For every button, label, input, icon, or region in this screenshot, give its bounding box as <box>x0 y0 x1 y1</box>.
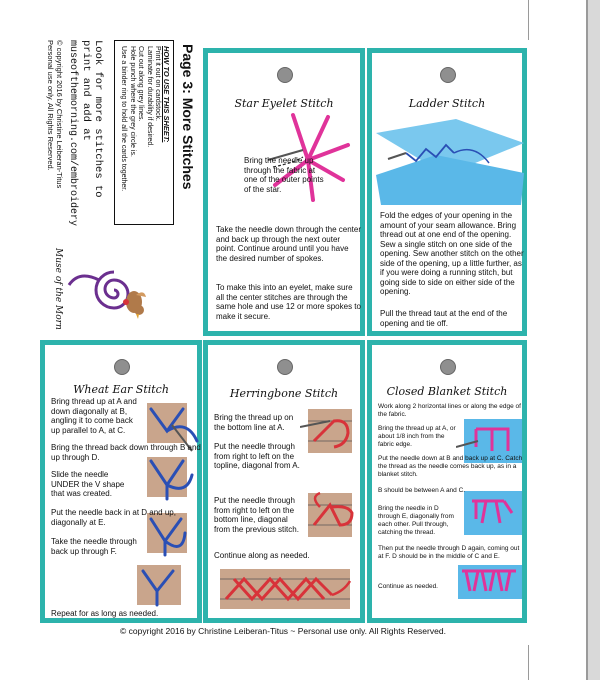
step-text: Bring the needle up through the fabric a… <box>244 156 324 194</box>
how-to-box: HOW TO USE THIS SHEET: Print it out on c… <box>114 40 174 225</box>
card-title: Wheat Ear Stitch <box>73 383 169 396</box>
step-text: Bring thread up at A and down diagonally… <box>51 397 137 435</box>
herringbone-step2-icon <box>308 491 354 537</box>
step-text: Bring the needle in D through E, diagona… <box>378 505 454 536</box>
blanket-step2-icon <box>464 491 522 535</box>
punch-hole-icon <box>440 359 456 375</box>
step-text: Continue along as needed. <box>214 551 310 560</box>
punch-hole-icon <box>277 359 293 375</box>
cut-line <box>528 0 529 40</box>
sheet-shadow <box>588 0 600 680</box>
card-title: Herringbone Stitch <box>229 387 339 400</box>
step-text: Then put the needle through D again, com… <box>378 545 520 560</box>
herringbone-step3-icon <box>220 569 352 609</box>
card-ladder: Ladder Stitch Fold the edges of your ope… <box>367 48 527 336</box>
herringbone-step1-icon <box>300 409 352 453</box>
step-text: Bring the thread back down through B and… <box>51 443 201 462</box>
card-title: Ladder Stitch <box>408 97 486 110</box>
step-text: Fold the edges of your opening in the am… <box>380 211 524 296</box>
step-text: Continue as needed. <box>378 583 438 590</box>
card-closed-blanket: Closed Blanket Stitch Work along 2 horiz… <box>367 340 527 623</box>
card-herringbone: Herringbone Stitch Bring the thread up o… <box>203 340 365 623</box>
logo-text: Muse of the Morning <box>54 247 63 330</box>
step-text: Repeat for as long as needed. <box>51 609 159 618</box>
step-text: To make this into an eyelet, make sure a… <box>216 283 361 321</box>
punch-hole-icon <box>114 359 130 375</box>
page-title: Page 3: More Stitches <box>180 44 196 190</box>
step-text: Work along 2 horizontal lines or along t… <box>378 403 521 418</box>
how-to-line: Hole punch where the grey circle is. <box>129 46 136 157</box>
step-text: Take the needle through back up through … <box>51 537 137 556</box>
card-star-eyelet: Star Eyelet Stitch Bring the needle up t… <box>203 48 365 336</box>
sheet-edge <box>586 0 588 680</box>
card-title: Star Eyelet Stitch <box>234 97 334 110</box>
step-text: Put the needle through from right to lef… <box>214 442 300 470</box>
star-eyelet-illustration-icon <box>267 113 350 202</box>
how-to-line: Use a binder ring to hold all the cards … <box>120 46 128 192</box>
punch-hole-icon <box>440 67 456 83</box>
step-text: Put the needle down at B and back up at … <box>378 455 523 478</box>
blanket-step3-icon <box>458 565 522 599</box>
footer-copyright: © copyright 2016 by Christine Leiberan-T… <box>120 626 446 636</box>
step-text: Pull the thread taut at the end of the o… <box>380 309 508 328</box>
card-title: Closed Blanket Stitch <box>386 385 508 398</box>
step-text: Put the needle back in at D and up, diag… <box>51 508 176 527</box>
how-to-line: Cut out along grey lines. <box>137 46 145 122</box>
step-text: Slide the needle UNDER the V shape that … <box>51 470 125 498</box>
how-to-heading: HOW TO USE THIS SHEET: <box>162 46 171 143</box>
step-text: Put the needle through from right to lef… <box>214 496 299 534</box>
punch-hole-icon <box>277 67 293 83</box>
step-text: Bring the thread up at A, or about 1/8 i… <box>378 425 456 448</box>
website-url: museofthemorning.com/embroidery <box>67 40 78 227</box>
info-panel: Page 3: More Stitches HOW TO USE THIS SH… <box>40 40 200 335</box>
muse-logo-icon: Muse of the Morning <box>54 247 146 330</box>
cut-line <box>528 645 529 680</box>
step-text: Bring the thread up on the bottom line a… <box>214 413 294 432</box>
blanket-step1-icon <box>456 419 522 463</box>
card-wheat-ear: Wheat Ear Stitch Bring thread up at A an… <box>40 340 202 623</box>
how-to-line: Laminate for durability if desired. <box>146 46 153 148</box>
ladder-illustration-icon <box>376 119 524 205</box>
step-text: Take the needle down through the center … <box>216 225 361 263</box>
step-text: B should be between A and C. <box>378 487 466 494</box>
wheat-ear-illustration-icon <box>137 403 199 607</box>
how-to-line: Print it out on cardstock. <box>154 46 162 122</box>
